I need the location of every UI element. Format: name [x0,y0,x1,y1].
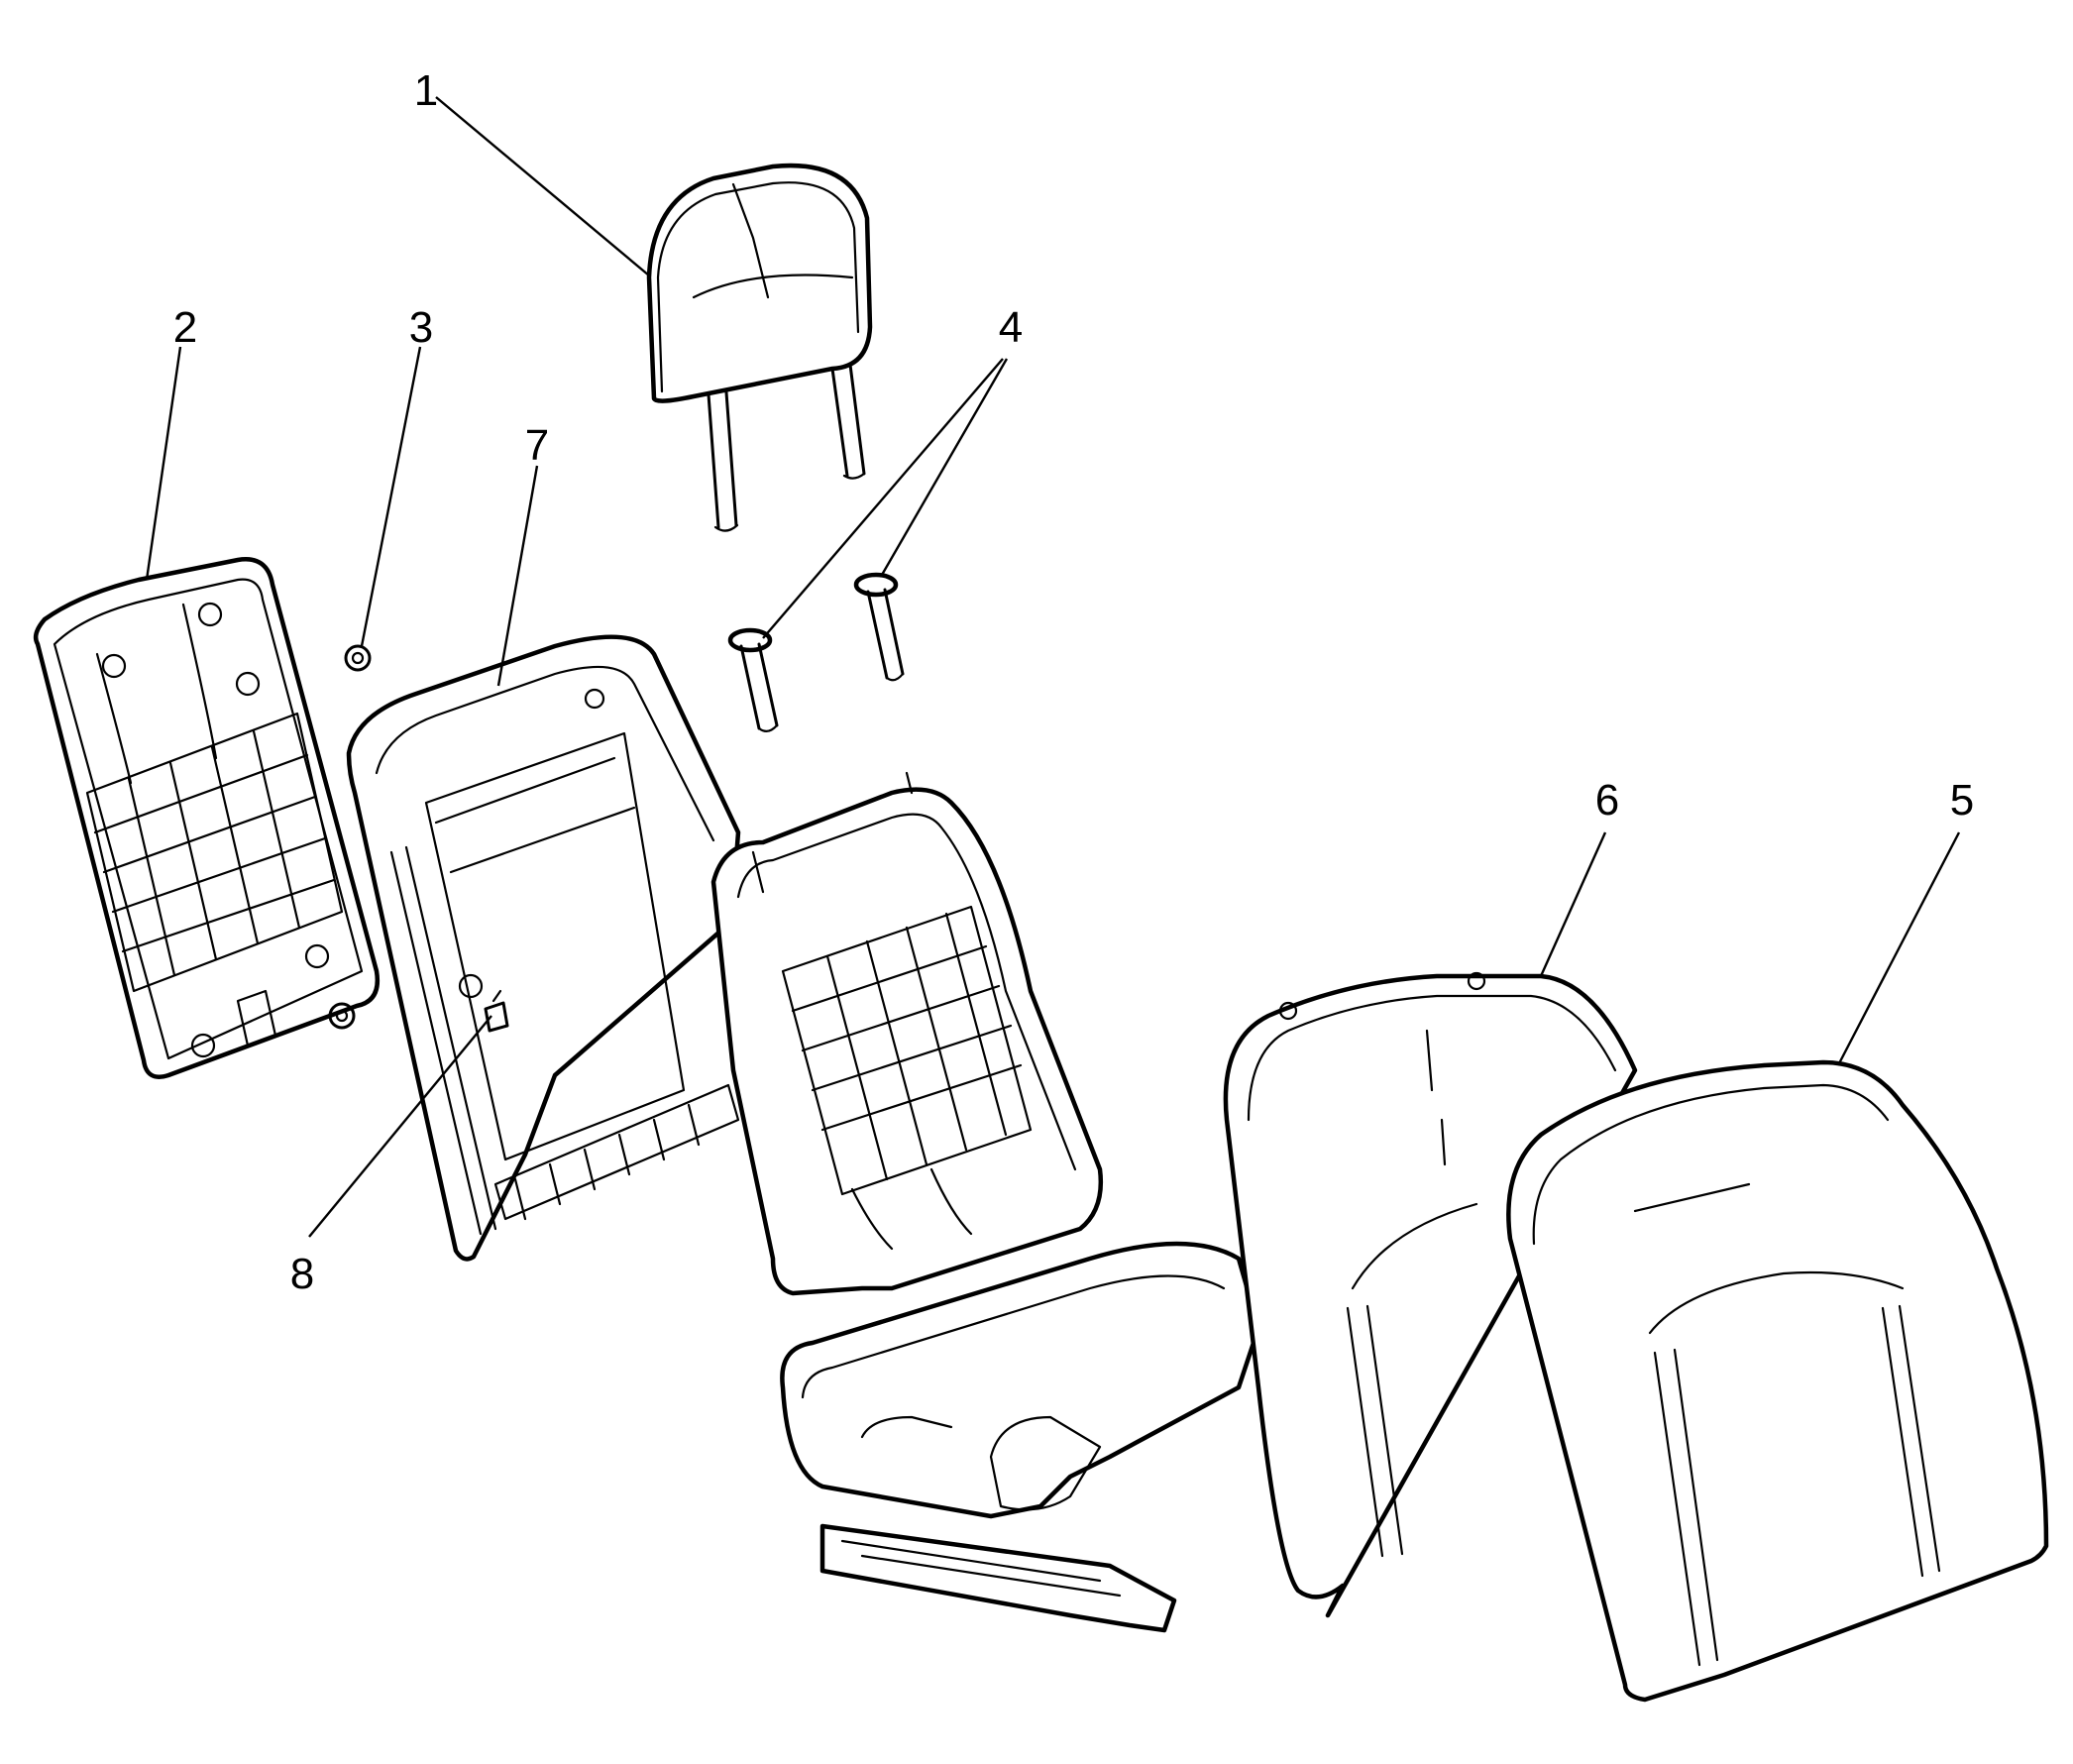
leader-2 [145,346,182,581]
leader-lines [145,96,1961,1238]
callout-7: 7 [525,421,549,470]
leader-7 [496,465,539,687]
callout-4: 4 [999,303,1023,352]
callout-6: 6 [1595,776,1619,825]
callout-2: 2 [173,303,197,352]
callout-1: 1 [414,66,438,115]
headrest-guide [727,572,905,732]
leader-1 [435,96,650,276]
leader-4b [880,358,1009,576]
leader-8 [308,1015,492,1238]
leader-6 [1539,831,1607,977]
seat-frame-assembly [710,771,1261,1633]
seatback-cushion-pad [1223,971,1638,1618]
retainer-clip [328,644,372,1030]
seatback-cover [1506,1059,2049,1703]
leader-5 [1836,831,1961,1066]
callout-5: 5 [1950,776,1974,825]
seatback-rear-panel [33,557,381,1079]
seatback-trim-frame [346,634,741,1262]
callout-8: 8 [290,1250,314,1298]
callout-3: 3 [409,303,433,352]
screw [484,989,509,1033]
leader-3 [360,346,422,647]
headrest [646,163,873,532]
leader-4a [762,358,1004,639]
